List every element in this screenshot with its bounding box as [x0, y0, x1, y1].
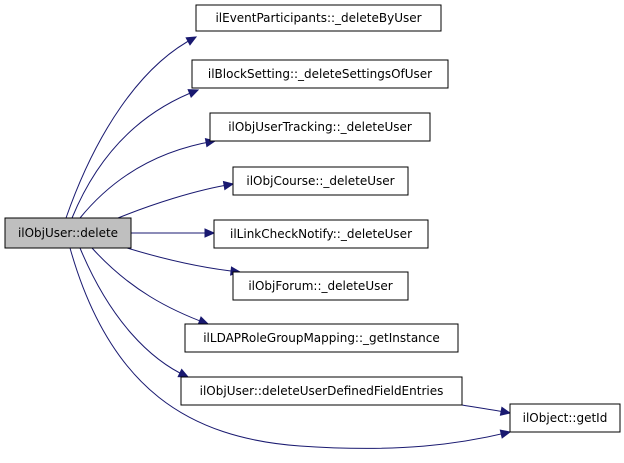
node-box	[4, 217, 132, 249]
node-box	[180, 376, 463, 406]
node-label: ilLinkCheckNotify::_deleteUser	[230, 227, 412, 241]
edge-root-n2	[71, 89, 199, 219]
node-label: ilObjUser::delete	[18, 226, 118, 240]
edge-arrowhead-root-n4	[222, 180, 235, 191]
node-root[interactable]: ilObjUser::delete	[4, 217, 132, 249]
node-box	[191, 59, 449, 89]
edge-arrowhead-root-n5	[204, 228, 216, 238]
node-n9[interactable]: ilObject::getId	[509, 403, 621, 433]
node-label: ilLDAPRoleGroupMapping::_getInstance	[203, 331, 440, 345]
edge-root-n3	[79, 140, 216, 219]
node-label: ilObjUserTracking::_deleteUser	[228, 120, 412, 134]
node-label: ilObjCourse::_deleteUser	[246, 174, 394, 188]
node-box	[184, 323, 459, 353]
node-box	[232, 271, 409, 301]
edge-root-n9	[69, 247, 511, 449]
node-n2[interactable]: ilBlockSetting::_deleteSettingsOfUser	[191, 59, 449, 89]
node-box	[213, 219, 429, 249]
node-label: ilBlockSetting::_deleteSettingsOfUser	[208, 67, 432, 81]
node-label: ilObjUser::deleteUserDefinedFieldEntries	[200, 384, 444, 398]
call-graph-nodes: ilObjUser::delete ilEventParticipants::_d…	[4, 4, 621, 433]
edge-arrowhead-root-n2	[187, 89, 200, 98]
edge-arrowhead-root-n8	[177, 368, 190, 378]
node-box	[232, 166, 409, 196]
node-n6[interactable]: ilObjForum::_deleteUser	[232, 271, 409, 301]
edge-root-n7	[91, 247, 209, 325]
node-n5[interactable]: ilLinkCheckNotify::_deleteUser	[213, 219, 429, 249]
edge-root-n6	[126, 247, 241, 273]
node-label: ilObjForum::_deleteUser	[248, 279, 392, 293]
edge-root-n1	[65, 36, 197, 219]
edge-arrowhead-root-n7	[197, 316, 210, 326]
edge-root-n8	[79, 247, 189, 378]
node-n1[interactable]: ilEventParticipants::_deleteByUser	[195, 4, 442, 32]
node-label: ilObject::getId	[523, 411, 608, 425]
edge-arrowhead-n8-n9	[499, 406, 512, 416]
node-label: ilEventParticipants::_deleteByUser	[215, 11, 421, 25]
edge-arrowhead-root-n1	[185, 36, 198, 46]
node-box	[195, 4, 442, 32]
edge-arrowhead-root-n9	[499, 429, 512, 439]
node-box	[209, 112, 431, 142]
node-n7[interactable]: ilLDAPRoleGroupMapping::_getInstance	[184, 323, 459, 353]
node-box	[509, 403, 621, 433]
node-n4[interactable]: ilObjCourse::_deleteUser	[232, 166, 409, 196]
node-n3[interactable]: ilObjUserTracking::_deleteUser	[209, 112, 431, 142]
node-n8[interactable]: ilObjUser::deleteUserDefinedFieldEntries	[180, 376, 463, 406]
edge-root-n4	[117, 183, 234, 219]
call-graph-edges	[65, 36, 512, 449]
